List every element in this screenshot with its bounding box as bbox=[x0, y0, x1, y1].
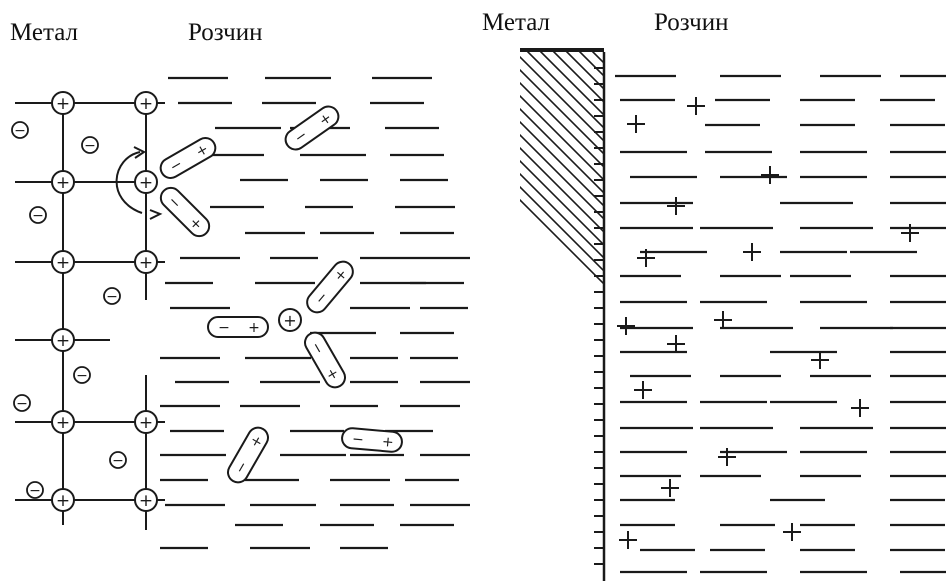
water-dipole: +− bbox=[157, 134, 219, 181]
electron-sign: − bbox=[112, 453, 124, 469]
cation-plus bbox=[851, 399, 869, 417]
cation-plus bbox=[661, 479, 679, 497]
solvated-ions: +−+−+−+−+−+−+−+−+ bbox=[157, 103, 403, 486]
cation-sign: + bbox=[56, 413, 70, 433]
cation-sign: + bbox=[139, 491, 153, 511]
metal-dissolution-diagram: +++++++++++ −−−−−−−− +−+−+−+−+−+−+−+−+ bbox=[0, 0, 470, 581]
water-dipole: +− bbox=[341, 427, 403, 452]
electron-sign: − bbox=[14, 123, 26, 139]
cation-plus bbox=[687, 97, 705, 115]
cation-plus bbox=[783, 523, 801, 541]
solution-cations bbox=[617, 97, 919, 549]
cation-plus bbox=[619, 531, 637, 549]
cation-sign: + bbox=[139, 253, 153, 273]
cation-plus bbox=[634, 381, 652, 399]
cation-plus bbox=[901, 224, 919, 242]
cation-sign: + bbox=[56, 331, 70, 351]
right-panel: Метал Розчин bbox=[470, 0, 947, 581]
cation-plus bbox=[811, 351, 829, 369]
crystal-lattice bbox=[15, 95, 165, 530]
double-layer-diagram bbox=[470, 0, 947, 581]
cation-plus bbox=[667, 197, 685, 215]
solution-dashes-right bbox=[615, 76, 946, 572]
cation-sign: + bbox=[139, 173, 153, 193]
water-dipole: +− bbox=[224, 424, 271, 486]
water-dipole: +− bbox=[208, 317, 268, 337]
dipole-minus: − bbox=[351, 431, 364, 448]
dipole-minus: − bbox=[218, 320, 230, 336]
cation-plus bbox=[714, 311, 732, 329]
electron-sign: − bbox=[106, 289, 118, 305]
cation-plus bbox=[743, 243, 761, 261]
dipole-plus: + bbox=[248, 320, 260, 336]
cation-plus bbox=[718, 448, 736, 466]
cation-plus bbox=[667, 335, 685, 353]
electron-sign: − bbox=[32, 208, 44, 224]
metal-electrode bbox=[470, 50, 947, 581]
electron-sign: − bbox=[29, 483, 41, 499]
cation-plus bbox=[761, 166, 779, 184]
cation-sign: + bbox=[283, 311, 296, 330]
cation-plus bbox=[617, 317, 635, 335]
cation-sign: + bbox=[56, 253, 70, 273]
cation-sign: + bbox=[139, 94, 153, 114]
water-dipole: +− bbox=[303, 258, 357, 317]
dipole-plus: + bbox=[381, 434, 394, 451]
water-dipole: +− bbox=[157, 184, 214, 241]
electron-sign: − bbox=[76, 368, 88, 384]
cation-sign: + bbox=[56, 173, 70, 193]
cation-sign: + bbox=[56, 491, 70, 511]
electron-sign: − bbox=[84, 138, 96, 154]
cation-sign: + bbox=[139, 413, 153, 433]
left-panel: Метал Розчин +++++++++++ −−−−−−−− +−+−+−… bbox=[0, 0, 470, 581]
cation-plus bbox=[627, 115, 645, 133]
electron-sign: − bbox=[16, 396, 28, 412]
cation-sign: + bbox=[56, 94, 70, 114]
